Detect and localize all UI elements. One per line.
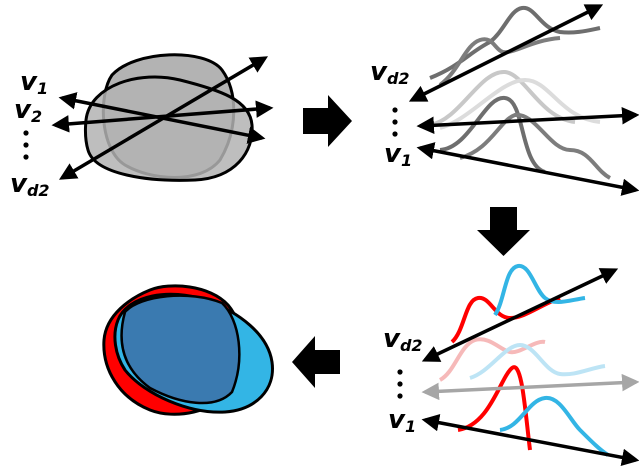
vertical-ellipsis	[397, 369, 403, 399]
vector-label-vd2: vd2	[10, 169, 50, 200]
vector-label-v1: v1	[20, 67, 48, 98]
vector-label-vd2: vd2	[370, 57, 410, 88]
vector-label-v1: v1	[388, 405, 416, 436]
output-blobs-panel	[102, 284, 274, 416]
input-blobs-panel: v1 v2 vd2	[10, 53, 274, 200]
axis-arrow-vd2	[408, 4, 604, 102]
projection-arrow-vd2	[58, 56, 269, 180]
vertical-ellipsis	[392, 107, 398, 137]
vertical-ellipsis	[23, 130, 29, 160]
blue-curve-bottom	[499, 395, 610, 457]
flow-arrow-right	[303, 95, 352, 147]
axis-arrow-middle	[416, 106, 639, 135]
axis-arrow-vd2	[421, 268, 619, 362]
axis-arrow-middle-faded	[421, 373, 639, 401]
axis-arrow-v1	[416, 142, 639, 196]
vector-label-vd2: vd2	[383, 324, 423, 355]
flow-arrow-left	[292, 336, 340, 388]
faded-blue-curve	[469, 342, 606, 380]
colored-projections-panel: vd2 v1	[383, 264, 639, 466]
vector-label-v1: v1	[384, 139, 412, 170]
overlap-region	[120, 294, 241, 405]
vector-label-v2: v2	[14, 95, 42, 126]
axis-arrow-v1	[421, 414, 639, 466]
gray-projections-panel: vd2 v1	[370, 4, 639, 196]
flow-arrow-down	[477, 207, 530, 256]
